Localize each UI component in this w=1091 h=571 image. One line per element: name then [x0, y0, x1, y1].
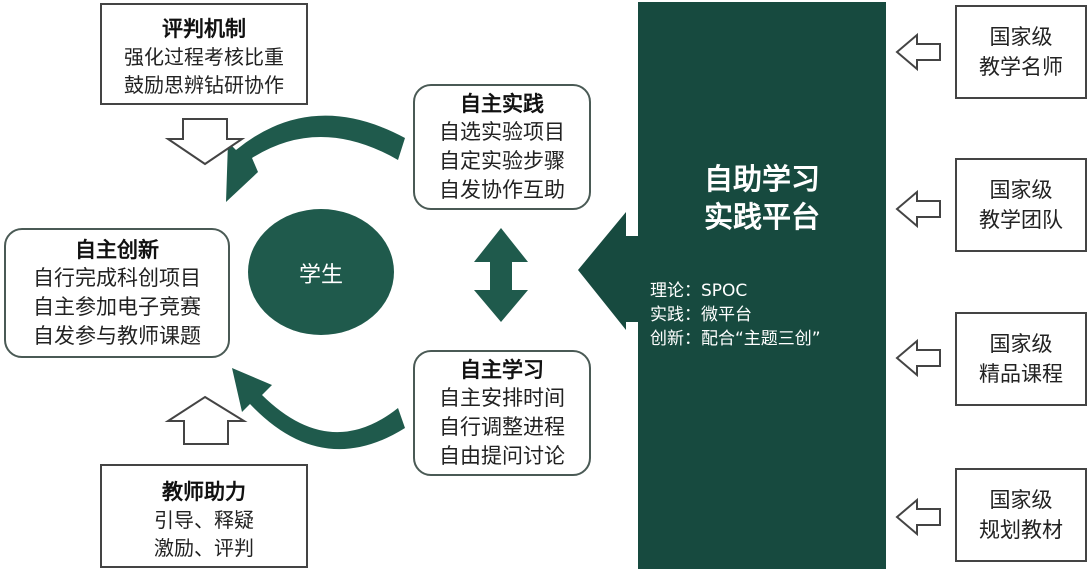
national-box-course: 国家级 精品课程: [955, 312, 1087, 406]
innovation-line: 自行完成科创项目: [33, 265, 201, 290]
student-circle: [248, 209, 394, 335]
study-line: 自行调整进程: [439, 414, 565, 439]
national-box-textbook: 国家级 规划教材: [955, 468, 1087, 562]
evaluation-box: 评判机制 强化过程考核比重 鼓励思辨钻研协作: [100, 3, 308, 105]
innovation-title: 自主创新: [75, 237, 159, 262]
practice-title: 自主实践: [460, 91, 544, 116]
practice-line: 自定实验步骤: [439, 148, 565, 173]
platform-title-line: 自助学习: [703, 162, 820, 196]
evaluation-line: 鼓励思辨钻研协作: [124, 73, 284, 97]
left-arrow-outline-2: [895, 189, 941, 229]
student-label: 学生: [298, 263, 343, 288]
national-label: 国家级: [989, 332, 1053, 356]
teacher-box: 教师助力 引导、释疑 激励、评判: [100, 464, 308, 568]
platform-detail: 实践：微平台: [650, 305, 752, 325]
evaluation-title: 评判机制: [162, 17, 246, 41]
national-label: 国家级: [989, 178, 1053, 202]
practice-box: 自主实践 自选实验项目 自定实验步骤 自发协作互助: [413, 84, 591, 210]
platform-detail: 创新：配合“主题三创”: [650, 329, 821, 349]
national-label: 规划教材: [979, 518, 1063, 542]
platform-panel: 自助学习 实践平台 理论：SPOC 实践：微平台 创新：配合“主题三创”: [638, 2, 886, 569]
innovation-box: 自主创新 自行完成科创项目 自主参加电子竞赛 自发参与教师课题: [4, 228, 230, 358]
platform-arrow: [578, 212, 642, 330]
up-arrow-outline: [164, 395, 248, 445]
curved-arrow-bottom: [232, 368, 405, 450]
left-arrow-outline-1: [895, 32, 941, 72]
teacher-line: 引导、释疑: [154, 508, 254, 532]
platform-detail: 理论：SPOC: [650, 281, 748, 301]
left-arrow-outline-3: [895, 338, 941, 378]
teacher-line: 激励、评判: [154, 536, 254, 560]
left-arrow-outline-4: [895, 497, 941, 537]
platform-title-line: 实践平台: [703, 200, 820, 234]
curved-arrow-top: [226, 115, 405, 202]
national-box-team: 国家级 教学团队: [955, 158, 1087, 252]
national-label: 国家级: [989, 488, 1053, 512]
innovation-line: 自主参加电子竞赛: [33, 294, 201, 319]
study-box: 自主学习 自主安排时间 自行调整进程 自由提问讨论: [413, 350, 591, 476]
national-label: 精品课程: [979, 362, 1063, 386]
study-line: 自由提问讨论: [439, 443, 565, 468]
practice-line: 自选实验项目: [439, 119, 565, 144]
double-arrow: [474, 228, 528, 322]
study-line: 自主安排时间: [439, 385, 565, 410]
national-label: 国家级: [989, 25, 1053, 49]
national-label: 教学名师: [979, 55, 1063, 79]
evaluation-line: 强化过程考核比重: [124, 45, 284, 69]
innovation-line: 自发参与教师课题: [33, 323, 201, 348]
practice-line: 自发协作互助: [439, 177, 565, 202]
down-arrow-outline: [164, 118, 246, 166]
teacher-title: 教师助力: [162, 480, 246, 504]
national-label: 教学团队: [979, 208, 1063, 232]
study-title: 自主学习: [460, 357, 544, 382]
national-box-teacher: 国家级 教学名师: [955, 5, 1087, 99]
